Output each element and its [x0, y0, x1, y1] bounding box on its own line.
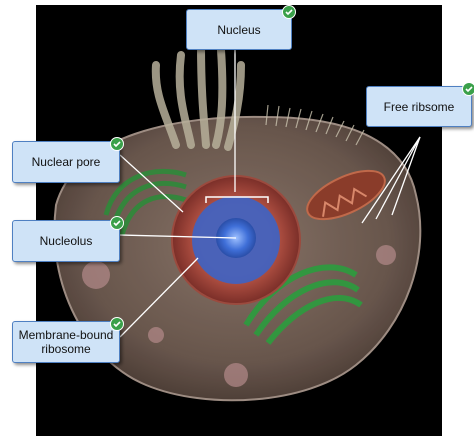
label-membrane-bound-ribosome-text: Membrane-bound ribosome: [18, 328, 114, 356]
leader-lines: [119, 50, 421, 338]
rough-er-right: [243, 264, 363, 345]
label-free-ribosome-text: Free ribsome: [383, 99, 455, 114]
check-circle-icon: [110, 216, 124, 230]
label-nucleus[interactable]: Nucleus: [186, 5, 296, 50]
label-nuclear-pore-text: Nuclear pore: [31, 155, 101, 169]
check-circle-icon: [462, 82, 474, 96]
label-membrane-bound-ribosome[interactable]: Membrane-bound ribosome: [12, 317, 124, 363]
check-circle-icon: [110, 137, 124, 151]
microvilli: [151, 41, 245, 151]
vesicles: [82, 245, 396, 387]
label-nucleolus[interactable]: Nucleolus: [12, 216, 124, 262]
label-nucleus-text: Nucleus: [217, 22, 261, 37]
check-circle-icon: [282, 5, 296, 19]
label-nucleolus-text: Nucleolus: [39, 234, 93, 248]
label-nuclear-pore[interactable]: Nuclear pore: [12, 137, 124, 183]
rough-er-left: [103, 168, 187, 236]
label-free-ribosome[interactable]: Free ribsome: [366, 82, 474, 127]
check-circle-icon: [110, 317, 124, 331]
cilia-fringe: [265, 104, 365, 146]
mitochondrion: [306, 169, 386, 221]
cell-illustration: [36, 5, 442, 436]
nucleus-bracket: [205, 196, 269, 203]
